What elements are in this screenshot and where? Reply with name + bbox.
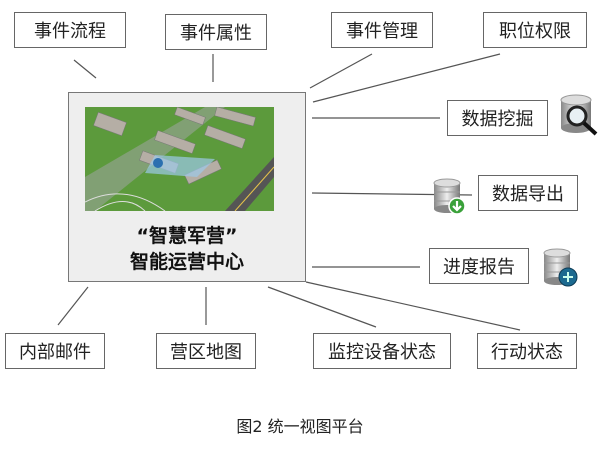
node-action-status: 行动状态 xyxy=(477,333,577,369)
database-add-icon xyxy=(543,248,578,287)
database-search-icon xyxy=(560,94,598,136)
node-camp-map: 营区地图 xyxy=(156,333,256,369)
line-event-flow xyxy=(73,59,97,79)
center-title-line1: “智慧军营” xyxy=(136,225,238,247)
center-title-line2: 智能运营中心 xyxy=(129,251,244,273)
node-event-flow: 事件流程 xyxy=(14,12,126,48)
node-data-mining: 数据挖掘 xyxy=(447,100,548,136)
line-position-perm xyxy=(312,53,501,103)
node-data-export: 数据导出 xyxy=(478,175,578,211)
line-monitor-status xyxy=(267,286,377,328)
node-event-attr: 事件属性 xyxy=(165,14,267,50)
node-internal-mail: 内部邮件 xyxy=(5,333,105,369)
figure-caption: 图2 统一视图平台 xyxy=(236,417,364,436)
node-event-mgmt: 事件管理 xyxy=(331,12,433,48)
campus-map-image xyxy=(85,107,274,211)
line-action-status xyxy=(305,281,521,331)
line-event-mgmt xyxy=(309,53,373,89)
node-monitor-status: 监控设备状态 xyxy=(313,333,451,369)
line-internal-mail xyxy=(57,286,89,326)
node-position-perm: 职位权限 xyxy=(483,12,587,48)
node-progress-report: 进度报告 xyxy=(429,248,529,284)
database-download-icon xyxy=(433,178,466,215)
smart-barracks-center: “智慧军营” 智能运营中心 xyxy=(68,92,306,282)
